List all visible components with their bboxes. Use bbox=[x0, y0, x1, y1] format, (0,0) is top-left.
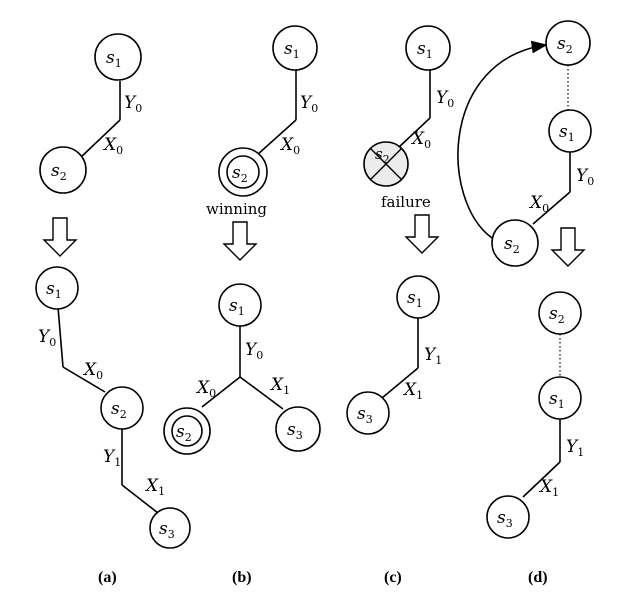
edge-label-x0: X0 bbox=[82, 360, 103, 382]
node-s3: s3 bbox=[486, 495, 530, 539]
node-s3: s3 bbox=[275, 406, 321, 452]
failure-label: failure bbox=[381, 193, 431, 211]
node-s1: s1 bbox=[218, 283, 262, 327]
svg-text:s2: s2 bbox=[176, 422, 192, 444]
node-s2: s2 bbox=[39, 146, 87, 194]
transition-arrow bbox=[404, 214, 440, 254]
node-s3: s3 bbox=[149, 507, 191, 549]
edge-line bbox=[121, 484, 159, 514]
panel-label-a: (a) bbox=[98, 569, 117, 586]
svg-text:s2: s2 bbox=[557, 34, 573, 56]
edge-label-x1: X1 bbox=[402, 380, 423, 402]
svg-text:s1: s1 bbox=[559, 122, 575, 144]
edge-line bbox=[522, 461, 561, 498]
edge-label-x0: X0 bbox=[279, 135, 300, 157]
svg-text:s3: s3 bbox=[357, 404, 373, 426]
edge-label-x1: X1 bbox=[269, 375, 290, 397]
edge-line bbox=[62, 366, 106, 393]
node-s1: s1 bbox=[548, 109, 592, 153]
node-s1: s1 bbox=[538, 376, 582, 420]
edge-label-y0: Y0 bbox=[245, 340, 263, 362]
panel-b: s1 Y0 X0 s2 winning s1 Y0 X0 X1 s2 s3 (b… bbox=[163, 25, 321, 586]
svg-text:s1: s1 bbox=[46, 279, 62, 301]
edge-label-y0: Y0 bbox=[124, 93, 142, 115]
edge-label-x0: X0 bbox=[528, 193, 549, 215]
svg-text:s1: s1 bbox=[284, 39, 300, 61]
edge-label-y0: Y0 bbox=[576, 166, 594, 188]
edge-line bbox=[397, 117, 431, 149]
edge-line bbox=[201, 376, 241, 408]
edge-label-x0: X0 bbox=[195, 378, 216, 400]
transition-arrow bbox=[42, 217, 78, 257]
panel-label-d: (d) bbox=[528, 569, 548, 586]
svg-text:s2: s2 bbox=[232, 163, 248, 185]
svg-text:s3: s3 bbox=[497, 508, 513, 530]
node-s2-failure: s2 bbox=[363, 141, 409, 187]
back-edge-arrow bbox=[457, 40, 548, 239]
transition-arrow bbox=[222, 221, 258, 261]
svg-text:s1: s1 bbox=[549, 389, 565, 411]
panel-c: s1 Y0 X0 s2 failure s1 Y1 X1 s3 (c) bbox=[346, 25, 454, 586]
svg-text:s1: s1 bbox=[229, 296, 245, 318]
transition-arrow bbox=[550, 227, 586, 267]
svg-text:s3: s3 bbox=[159, 519, 175, 541]
edge-label-y1: Y1 bbox=[424, 345, 442, 367]
svg-text:s1: s1 bbox=[407, 288, 423, 310]
panel-label-c: (c) bbox=[384, 569, 402, 586]
svg-text:s2: s2 bbox=[51, 161, 67, 183]
edge-line bbox=[57, 306, 64, 368]
svg-text:s2: s2 bbox=[549, 304, 565, 326]
edge-label-x1: X1 bbox=[144, 476, 165, 498]
node-s2-winning: s2 bbox=[163, 407, 211, 455]
panel-label-b: (b) bbox=[232, 569, 252, 586]
node-s1: s1 bbox=[94, 33, 142, 81]
node-s1: s1 bbox=[35, 266, 79, 310]
node-s1: s1 bbox=[272, 25, 318, 71]
panel-a: s1 Y0 X0 s2 s1 Y0 X0 s2 Y1 X1 s3 (a) bbox=[35, 33, 191, 586]
edge-line bbox=[239, 376, 284, 410]
node-s2: s2 bbox=[545, 20, 591, 66]
edge-label-x0: X0 bbox=[102, 135, 123, 157]
edge-line bbox=[256, 119, 297, 156]
edge-label-y0: Y0 bbox=[436, 88, 454, 110]
edge-label-y0: Y0 bbox=[38, 327, 56, 349]
svg-text:s1: s1 bbox=[106, 48, 122, 70]
svg-text:s2: s2 bbox=[504, 234, 520, 256]
svg-text:s1: s1 bbox=[417, 39, 433, 61]
edge-label-x1: X1 bbox=[538, 477, 559, 499]
winning-label: winning bbox=[206, 200, 267, 218]
edge-line bbox=[79, 119, 121, 159]
edge-label-x0: X0 bbox=[410, 129, 431, 151]
node-s3: s3 bbox=[346, 391, 390, 435]
node-s1: s1 bbox=[405, 25, 451, 71]
edge-label-y1: Y1 bbox=[103, 447, 121, 469]
svg-text:s3: s3 bbox=[287, 420, 303, 442]
edge-label-y0: Y0 bbox=[300, 93, 318, 115]
edge-label-y1: Y1 bbox=[566, 437, 584, 459]
node-s2-winning: s2 bbox=[218, 147, 268, 197]
node-s2: s2 bbox=[538, 291, 582, 335]
node-s2: s2 bbox=[491, 219, 539, 267]
edge-line bbox=[381, 367, 419, 399]
node-s2: s2 bbox=[100, 386, 144, 430]
node-s1: s1 bbox=[396, 275, 440, 319]
svg-text:s2: s2 bbox=[111, 399, 127, 421]
edge-line bbox=[532, 191, 571, 225]
panel-d: s2 s1 Y0 X0 s2 s2 s1 Y1 X1 s3 (d) bbox=[457, 20, 594, 586]
svg-text:s2: s2 bbox=[375, 145, 390, 166]
